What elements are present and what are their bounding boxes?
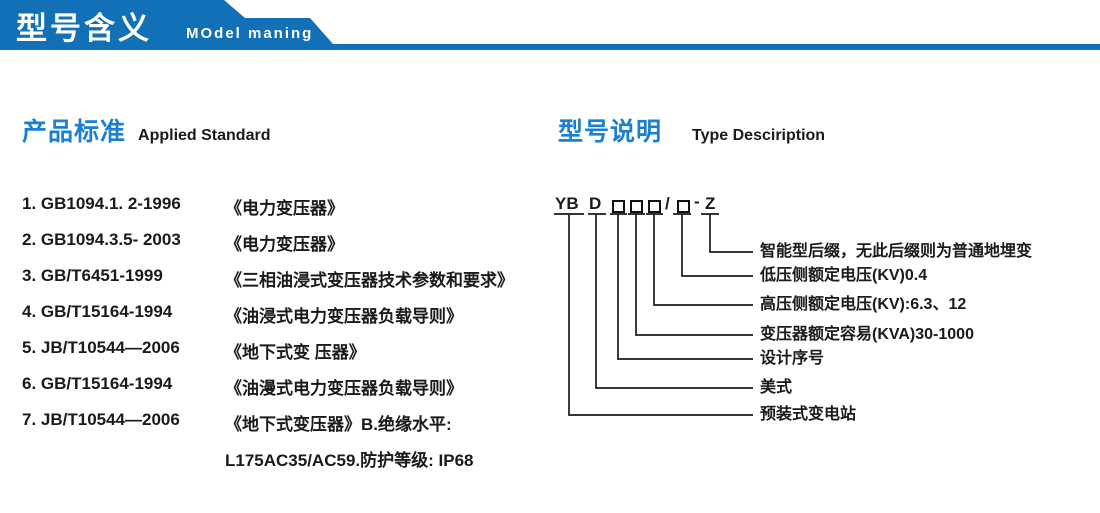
standard-item-continuation: L175AC35/AC59.防护等级: IP68 bbox=[225, 451, 474, 470]
standard-code: 5. JB/T10544—2006 bbox=[22, 338, 180, 357]
model-code-d: D bbox=[589, 194, 602, 213]
page-subtitle: MOdel maning bbox=[186, 25, 314, 42]
standard-name: 《三相油浸式变压器技术参数和要求》 bbox=[225, 271, 514, 290]
section-title-applied-standard: 产品标准 Applied Standard bbox=[22, 112, 270, 148]
standard-item: 4. GB/T15164-1994 《油浸式电力变压器负载导则》 bbox=[22, 302, 514, 326]
model-code-yb: YB bbox=[555, 194, 579, 213]
standard-name: 《地下式变 压器》 bbox=[225, 343, 366, 362]
standard-item: 3. GB/T6451-1999 《三相油浸式变压器技术参数和要求》 bbox=[22, 266, 514, 290]
standard-item: 1. GB1094.1. 2-1996 《电力变压器》 bbox=[22, 194, 514, 218]
section-title-en: Applied Standard bbox=[138, 127, 271, 144]
standard-code: 7. JB/T10544—2006 bbox=[22, 410, 180, 429]
header-banner bbox=[0, 0, 1100, 50]
standard-name: 《电力变压器》 bbox=[225, 199, 344, 218]
section-title-cn: 产品标准 bbox=[22, 118, 127, 146]
model-code-slash: / bbox=[665, 194, 670, 213]
standard-name: 《油漫式电力变压器负载导则》 bbox=[225, 379, 463, 398]
model-code-dash: - bbox=[694, 192, 700, 211]
section-title-type-description: 型号说明 Type Desciription bbox=[558, 112, 825, 148]
model-box-capacity-2 bbox=[630, 200, 643, 213]
standard-code: 1. GB1094.1. 2-1996 bbox=[22, 194, 181, 213]
standard-item: 7. JB/T10544—2006 《地下式变压器》B.绝缘水平: bbox=[22, 410, 514, 434]
diagram-label-lv-voltage: 低压侧额定电压(KV)0.4 bbox=[760, 267, 928, 284]
diagram-label-smart-suffix: 智能型后缀，无此后缀则为普通地埋变 bbox=[760, 243, 1033, 260]
standard-name: 《地下式变压器》B.绝缘水平: bbox=[225, 415, 452, 434]
section-title-cn: 型号说明 bbox=[558, 118, 663, 146]
standards-list: 1. GB1094.1. 2-1996 《电力变压器》 2. GB1094.3.… bbox=[22, 194, 514, 446]
standard-code: 6. GB/T15164-1994 bbox=[22, 374, 173, 393]
section-title-en: Type Desciription bbox=[692, 127, 826, 144]
diagram-label-american-style: 美式 bbox=[760, 379, 793, 396]
diagram-label-rated-capacity: 变压器额定容易(KVA)30-1000 bbox=[760, 326, 974, 343]
model-box-hv bbox=[648, 200, 661, 213]
standard-name: 《油浸式电力变压器负载导则》 bbox=[225, 307, 463, 326]
standard-code: 3. GB/T6451-1999 bbox=[22, 266, 163, 285]
diagram-label-prefabricated-substation: 预装式变电站 bbox=[760, 406, 857, 423]
diagram-label-design-serial: 设计序号 bbox=[760, 350, 825, 367]
page-title: 型号含义 bbox=[16, 11, 152, 46]
model-box-lv bbox=[677, 200, 690, 213]
standard-code: 2. GB1094.3.5- 2003 bbox=[22, 230, 181, 249]
standard-item: 5. JB/T10544—2006 《地下式变 压器》 bbox=[22, 338, 514, 362]
standard-item: 6. GB/T15164-1994 《油漫式电力变压器负载导则》 bbox=[22, 374, 514, 398]
model-code-z: Z bbox=[705, 194, 716, 213]
standard-code: 4. GB/T15164-1994 bbox=[22, 302, 173, 321]
model-box-capacity-1 bbox=[612, 200, 625, 213]
standard-item: 2. GB1094.3.5- 2003 《电力变压器》 bbox=[22, 230, 514, 254]
standard-name: 《电力变压器》 bbox=[225, 235, 344, 254]
diagram-label-hv-voltage: 高压侧额定电压(KV):6.3、12 bbox=[760, 296, 967, 313]
